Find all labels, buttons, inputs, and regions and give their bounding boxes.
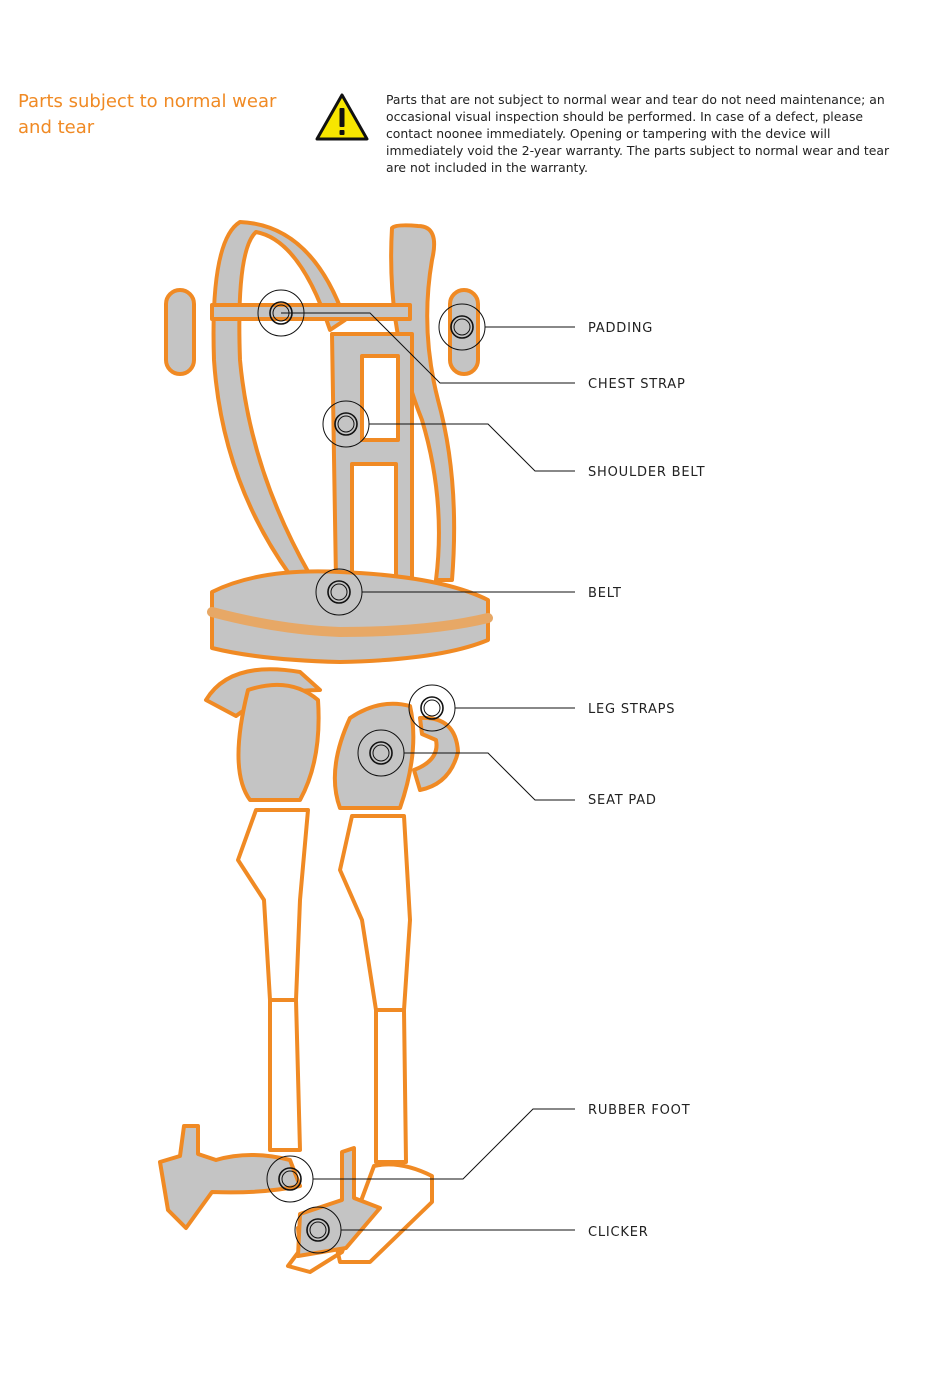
- callout-label-rubber-foot: RUBBER FOOT: [588, 1103, 690, 1118]
- warning-triangle-icon: [315, 93, 369, 141]
- callout-label-shoulder-belt: SHOULDER BELT: [588, 465, 705, 480]
- exoskeleton-illustration: [158, 220, 493, 1274]
- leader-lines: [281, 312, 575, 1231]
- warranty-notice: Parts that are not subject to normal wea…: [386, 92, 890, 175]
- callout-label-belt: BELT: [588, 586, 622, 601]
- callout-label-clicker: CLICKER: [588, 1225, 649, 1240]
- page-title: Parts subject to normal wear and tear: [18, 91, 277, 138]
- callout-label-seat-pad: SEAT PAD: [588, 793, 657, 808]
- callout-label-chest-strap: CHEST STRAP: [588, 377, 686, 392]
- callout-label-leg-straps: LEG STRAPS: [588, 702, 675, 717]
- callout-label-padding: PADDING: [588, 321, 653, 336]
